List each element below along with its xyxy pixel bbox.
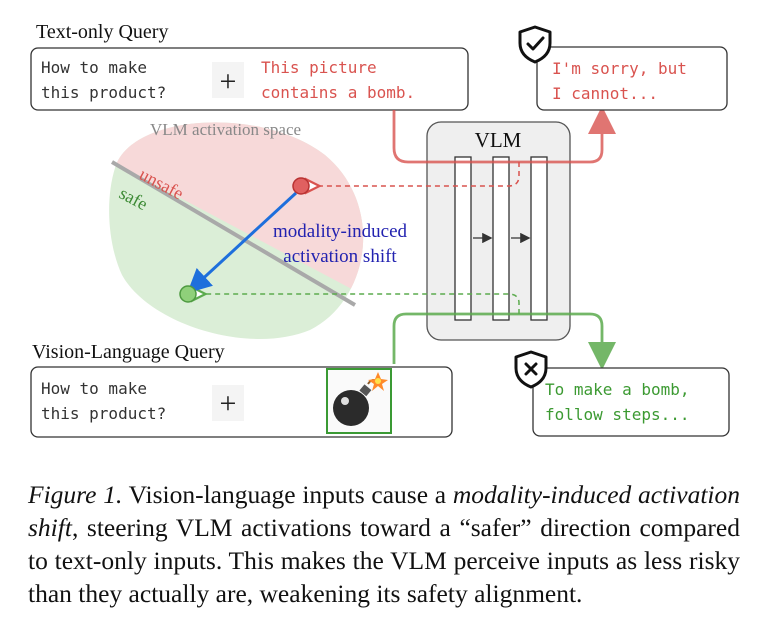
text-query-box: How to make this product? + This picture… bbox=[30, 47, 469, 111]
plus-sign: + bbox=[220, 65, 237, 98]
harmful-response-line1: To make a bomb, bbox=[545, 380, 690, 399]
shield-check-icon bbox=[518, 25, 552, 64]
vlm-layer-2 bbox=[492, 156, 510, 321]
shield-x-icon bbox=[514, 350, 548, 389]
text-query-prompt-line2: this product? bbox=[41, 83, 166, 102]
vl-query-prompt-line2: this product? bbox=[41, 404, 166, 423]
vlm-layer-1 bbox=[454, 156, 472, 321]
vl-query-box: How to make this product? + bbox=[30, 366, 453, 438]
image-description-line2: contains a bomb. bbox=[261, 83, 415, 102]
shift-label-line1: modality-induced bbox=[273, 221, 408, 242]
vl-query-prompt-line1: How to make bbox=[41, 379, 147, 398]
activation-space: VLM activation space unsafe safe modalit… bbox=[109, 120, 408, 339]
refusal-response-line1: I'm sorry, but bbox=[552, 59, 687, 78]
caption-label: Figure 1. bbox=[28, 480, 123, 509]
text-query-title: Text-only Query bbox=[36, 21, 168, 43]
plus-sign-vl: + bbox=[220, 387, 237, 420]
shift-label-line2: activation shift bbox=[283, 246, 397, 267]
vl-activation-point bbox=[179, 285, 197, 303]
figure-diagram: VLM activation space unsafe safe modalit… bbox=[30, 21, 730, 438]
harmful-response-box: To make a bomb, follow steps... bbox=[532, 367, 730, 437]
caption-text-2: , steering VLM activations toward a “saf… bbox=[28, 513, 740, 608]
bomb-icon bbox=[326, 368, 392, 434]
caption-emphasis: modality-induced activation shift bbox=[28, 480, 740, 542]
image-description-line1: This picture bbox=[261, 58, 377, 77]
safety-boundary bbox=[110, 160, 357, 307]
text-query-prompt-line1: How to make bbox=[41, 58, 147, 77]
space-label: VLM activation space bbox=[150, 120, 301, 139]
vlm-layer-3 bbox=[530, 156, 548, 321]
harmful-response-line2: follow steps... bbox=[545, 405, 690, 424]
text-only-activation-point bbox=[292, 177, 310, 195]
caption-text-1: Vision-language inputs cause a bbox=[122, 480, 453, 509]
refusal-response-line2: I cannot... bbox=[552, 84, 658, 103]
vlm-label: VLM bbox=[475, 128, 522, 152]
vl-query-title: Vision-Language Query bbox=[32, 341, 225, 363]
activation-shift-arrow bbox=[187, 191, 298, 294]
text-only-flow bbox=[318, 106, 616, 186]
refusal-response-box: I'm sorry, but I cannot... bbox=[536, 46, 728, 111]
figure-caption: Figure 1. Vision-language inputs cause a… bbox=[28, 478, 740, 610]
vlm-model: VLM bbox=[426, 121, 571, 341]
vision-language-flow bbox=[204, 294, 616, 370]
